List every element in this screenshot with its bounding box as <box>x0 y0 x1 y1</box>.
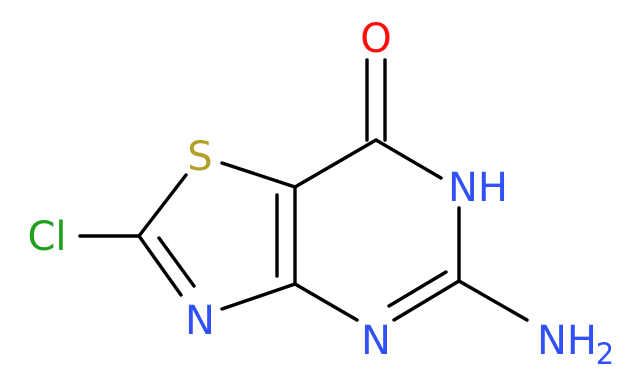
bonds <box>78 58 529 322</box>
atom-oxygen: O <box>360 16 391 62</box>
bond-c2-n3-b <box>157 236 196 288</box>
atom-amino-nh: NH <box>537 318 597 364</box>
atom-sulfur: S <box>187 134 212 180</box>
atom-nitrogen-pyrimidine: N <box>361 318 391 364</box>
atom-chlorine: Cl <box>27 214 66 260</box>
bond-c5-nh2 <box>457 279 529 322</box>
bond-s-c2 <box>137 173 188 238</box>
bond-c5-n4-a <box>392 279 461 322</box>
atom-labels: O S NH Cl N N NH 2 <box>27 16 614 371</box>
bond-c7a-s <box>220 161 297 189</box>
bond-c2-n3-a <box>137 234 183 297</box>
atom-nitrogen-thiazole: N <box>185 298 215 344</box>
atom-amino-subscript: 2 <box>596 337 614 371</box>
bond-n4-c3a <box>293 282 359 322</box>
bond-c5-n4-b <box>387 270 448 308</box>
bond-n3-c3a <box>220 282 297 311</box>
atom-nh-ring: NH <box>448 165 508 211</box>
bond-c7-n6 <box>374 138 443 180</box>
atom-amino-group: NH 2 <box>537 318 614 371</box>
bond-c7-c7a <box>293 138 378 189</box>
